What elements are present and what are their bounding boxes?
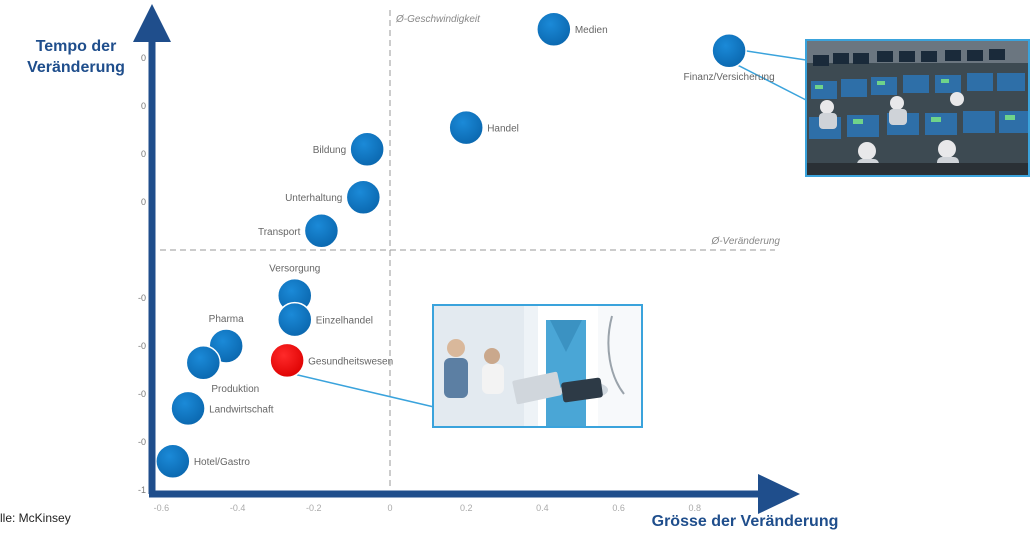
y-tick-label: -0 [138, 437, 146, 447]
point-label: Handel [487, 124, 519, 135]
healthcare-photo [432, 304, 643, 428]
point-label: Unterhaltung [285, 193, 342, 204]
tick-labels: -0.6 -0.4 -0.2 0 0.2 0.4 0.6 0.8 0 0 0 0 -0 -0 -0 -0 -1 [138, 53, 701, 513]
data-point [711, 33, 747, 69]
callout-lines [294, 50, 807, 408]
x-tick-label: -0.4 [230, 503, 246, 513]
data-point [448, 109, 484, 146]
data-point [303, 213, 340, 249]
y-tick-label: 0 [141, 197, 146, 207]
data-point [155, 443, 191, 479]
x-tick-label: 0.2 [460, 503, 473, 513]
y-axis-title: Tempo der Veränderung [27, 38, 125, 76]
vertical-line-label: Ø-Geschwindigkeit [395, 14, 481, 25]
x-tick-label: -0.2 [306, 503, 322, 513]
point-label: Landwirtschaft [209, 404, 274, 415]
point-label: Pharma [209, 314, 244, 325]
point-label: Gesundheitswesen [308, 356, 393, 367]
y-tick-label: -0 [138, 341, 146, 351]
trading-floor-photo [805, 39, 1030, 177]
point-label: Bildung [313, 145, 346, 156]
point-label: Hotel/Gastro [194, 457, 251, 468]
data-points: MedienFinanz/VersicherungHandelBildungUn… [155, 11, 775, 479]
data-point [170, 390, 206, 427]
horizontal-line-label: Ø-Veränderung [710, 236, 780, 247]
data-point [185, 345, 222, 381]
x-tick-label: 0.6 [612, 503, 625, 513]
data-point [345, 179, 382, 215]
data-point [536, 11, 572, 47]
point-label: Medien [575, 25, 608, 36]
point-label: Versorgung [269, 264, 320, 275]
point-label: Finanz/Versicherung [684, 72, 775, 83]
data-point [269, 342, 305, 379]
health-callout-line [294, 373, 435, 408]
point-label: Einzelhandel [316, 316, 373, 327]
point-label: Transport [258, 227, 301, 238]
y-tick-label: -0 [138, 293, 146, 303]
data-point [277, 301, 313, 338]
data-point [349, 131, 385, 167]
x-tick-label: 0.8 [689, 503, 702, 513]
y-axis-arrow-icon [133, 4, 171, 42]
y-tick-label: 0 [141, 53, 146, 63]
y-tick-label: 0 [141, 101, 146, 111]
point-label: Produktion [211, 384, 259, 395]
x-tick-label: -0.6 [154, 503, 170, 513]
y-tick-label: -0 [138, 389, 146, 399]
x-axis-arrow-icon [758, 474, 800, 514]
x-tick-label: 0 [387, 503, 392, 513]
axes [133, 4, 800, 514]
finance-callout-line [744, 50, 807, 61]
y-tick-label: 0 [141, 149, 146, 159]
x-axis-title: Grösse der Veränderung [651, 513, 839, 530]
y-tick-label: -1 [138, 485, 146, 495]
x-tick-label: 0.4 [536, 503, 549, 513]
finance-callout-line [736, 64, 807, 101]
source-note: lle: McKinsey [0, 511, 71, 525]
